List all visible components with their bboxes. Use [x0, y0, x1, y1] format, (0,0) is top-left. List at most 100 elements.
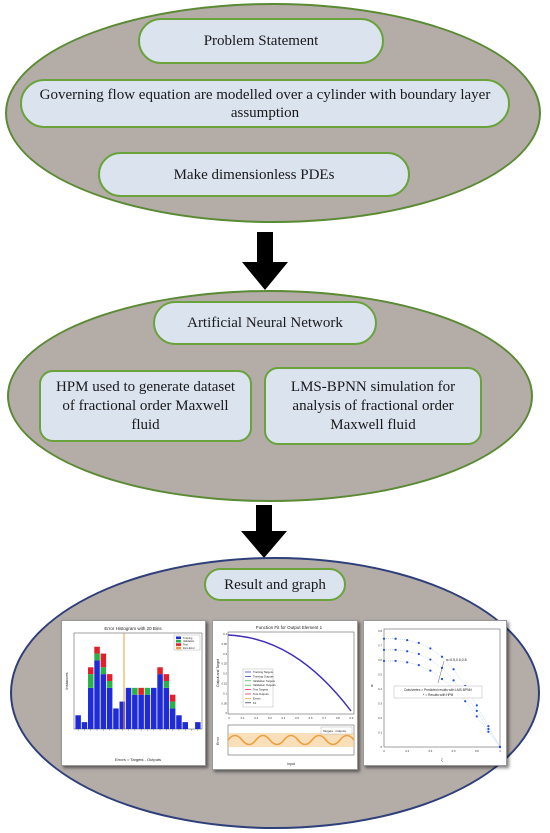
- comparison-point: [417, 663, 420, 667]
- comparison-point: [440, 655, 444, 658]
- comparison-point: [394, 659, 397, 663]
- fit-legend-label: Test Targets: [253, 688, 269, 692]
- legend-label: Validation: [183, 639, 195, 643]
- histogram-bar-test: [94, 646, 100, 654]
- fit-xlabel: Input: [287, 762, 295, 766]
- fit-ytick: 0.35: [222, 642, 228, 646]
- cmp-xtick: 0.6: [452, 749, 456, 753]
- function-fit-figure: Function Fit for Output Element 1 Traini…: [212, 620, 358, 770]
- fit-xtick: 0.2: [254, 716, 258, 720]
- fit-xtick: 0.4: [281, 716, 285, 720]
- comparison-point: [406, 661, 409, 664]
- cmp-ytick: 0.5: [378, 673, 382, 677]
- cmp-ytick: 0.8: [378, 629, 382, 633]
- cmp-ytick: 0.7: [378, 644, 382, 648]
- fit-ytick: 0.05: [222, 701, 228, 705]
- fit-legend-label: Validation Outputs: [253, 683, 276, 687]
- fit-ytick: 0.25: [222, 662, 228, 666]
- fit-legend-label: Training Targets: [253, 670, 274, 674]
- histogram-bar-training: [157, 674, 163, 729]
- fit-xtick: 0.7: [322, 716, 326, 720]
- comparison-point: [382, 648, 386, 651]
- problem-statement-pill: Problem Statement: [138, 18, 384, 64]
- histogram-bar-training: [132, 694, 138, 729]
- down-arrow-2: [241, 505, 287, 558]
- comparison-point: [475, 709, 478, 713]
- fit-bottom-legend: Targets - Outputs: [323, 729, 347, 733]
- cmp-xtick: 0.2: [405, 749, 409, 753]
- hpm-box: HPM used to generate dataset of fraction…: [39, 370, 252, 442]
- comparison-point: [394, 648, 397, 651]
- fit-legend-label: Test Outputs: [253, 692, 269, 696]
- histogram-bar-validation: [163, 681, 170, 688]
- histogram-bar-validation: [94, 653, 100, 661]
- fit-ylabel: Output and Target: [216, 659, 220, 687]
- legend-swatch: [176, 639, 181, 643]
- fit-legend-label: Training Outputs: [253, 674, 274, 678]
- histogram-bar-test: [169, 694, 176, 702]
- comparison-point: [440, 677, 444, 681]
- histogram-xlabel: Errors = Targets - Outputs: [115, 757, 161, 762]
- histogram-bar-training: [138, 694, 144, 729]
- cmp-ytick: 0: [380, 745, 382, 749]
- histogram-bar-test: [100, 653, 107, 668]
- histogram-bar-training: [151, 687, 157, 729]
- comparison-point: [429, 658, 432, 661]
- cmp-ytick: 0.4: [378, 687, 382, 691]
- histogram-bar-training: [195, 722, 201, 729]
- fit-legend-label: Fit: [253, 701, 256, 705]
- comparison-point: [475, 715, 478, 718]
- comparison-point: [498, 745, 502, 749]
- histogram-bar-test: [138, 687, 144, 695]
- histogram-bar-training: [81, 722, 88, 729]
- histogram-bar-training: [100, 674, 107, 729]
- comparison-point: [417, 641, 420, 644]
- comparison-point: [394, 637, 397, 640]
- histogram-bar-training: [119, 701, 125, 729]
- histogram-bar-validation: [100, 667, 107, 675]
- legend-label: Zero Error: [183, 646, 195, 650]
- histogram-bar-validation: [132, 687, 138, 695]
- histogram-bar-validation: [144, 687, 151, 695]
- result-pill: Result and graph: [204, 568, 346, 601]
- comparison-point: [382, 659, 386, 663]
- cmp-ytick: 0.2: [378, 716, 382, 720]
- comparison-point: [487, 730, 490, 733]
- comparison-point: [382, 637, 386, 640]
- histogram-bar-training: [176, 715, 182, 729]
- ann-pill: Artificial Neural Network: [153, 301, 377, 345]
- histogram-bar-training: [182, 722, 188, 729]
- cmp-xtick: 1: [499, 749, 501, 753]
- comparison-point: [487, 727, 490, 731]
- cmp-xtick: 0: [383, 749, 385, 753]
- fit-ytick: 0.4: [223, 632, 227, 636]
- histogram-bar-test: [163, 674, 170, 681]
- histogram-bar-test: [88, 667, 94, 675]
- comparison-point: [452, 668, 455, 671]
- comparison-legend-line2: + = Results with HPM: [423, 693, 454, 697]
- histogram-bar-validation: [106, 681, 113, 688]
- fit-xtick: 0.8: [336, 716, 340, 720]
- comparison-ylabel: θ: [371, 683, 374, 688]
- histogram-bar-training: [144, 694, 151, 729]
- legend-label: Training: [183, 636, 193, 640]
- fit-xtick: 0.6: [309, 716, 313, 720]
- histogram-bar-training: [94, 660, 100, 729]
- fit-error-label: Error: [216, 736, 220, 745]
- histogram-bar-training: [163, 687, 170, 729]
- comparison-alpha: α=0.5,0.6,0.8: [446, 658, 467, 662]
- histogram-bar-training: [106, 687, 113, 729]
- fit-xtick: 0: [228, 716, 230, 720]
- comparison-point: [429, 647, 432, 650]
- comparison-legend-line1: Dots/vertex = Predicted results with LMS…: [404, 688, 472, 692]
- legend-swatch: [176, 646, 181, 650]
- fit-xtick: 0.1: [241, 716, 245, 720]
- governing-equation-pill: Governing flow equation are modelled ove…: [20, 79, 510, 128]
- fit-title: Function Fit for Output Element 1: [256, 625, 323, 630]
- histogram-bar-validation: [88, 674, 94, 688]
- cmp-xtick: 0.4: [428, 749, 432, 753]
- cmp-xtick: 0.8: [475, 749, 479, 753]
- comparison-point: [464, 700, 467, 703]
